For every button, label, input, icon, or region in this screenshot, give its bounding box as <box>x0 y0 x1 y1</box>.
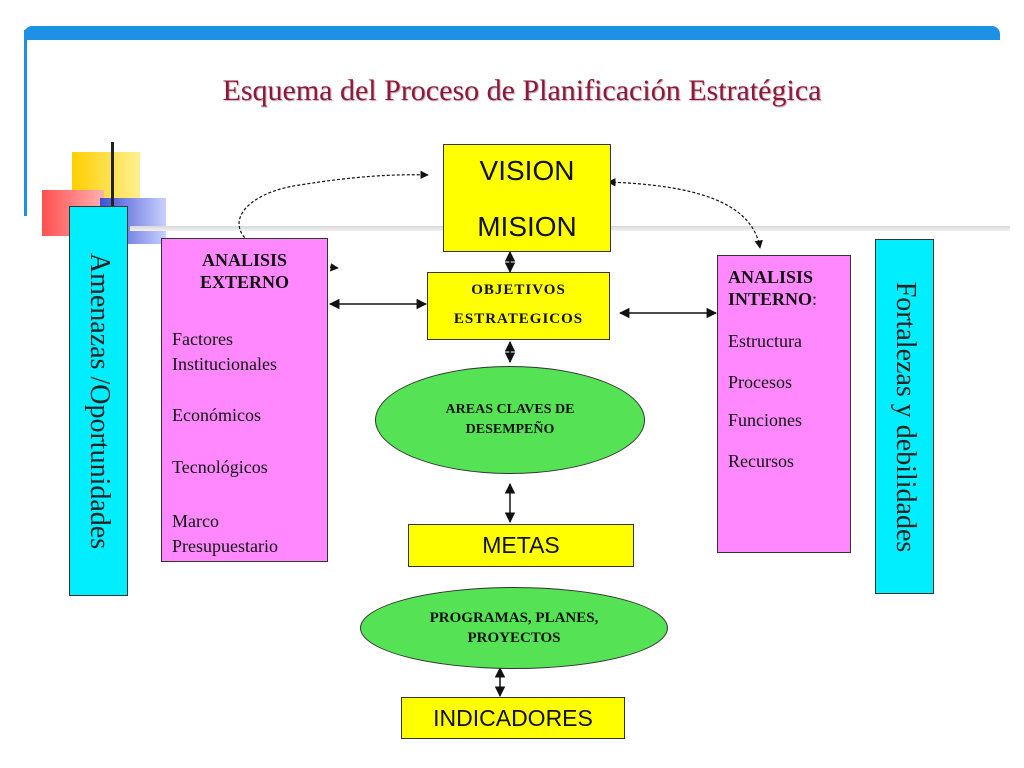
areas-line1: AREAS CLAVES DE <box>445 402 575 417</box>
amenazas-oportunidades-bar: Amenazas /Oportunidades <box>69 206 128 596</box>
externo-item: Presupuestario <box>172 536 278 556</box>
programas-ellipse: PROGRAMAS, PLANES, PROYECTOS <box>360 587 668 669</box>
programas-line1: PROGRAMAS, PLANES, <box>429 610 599 626</box>
objetivos-line2: ESTRATEGICOS <box>453 311 584 327</box>
left-accent-line <box>24 30 27 216</box>
analisis-interno-box: ANALISIS INTERNO: Estructura Procesos Fu… <box>717 255 851 553</box>
diagram-title: Esquema del Proceso de Planificación Est… <box>222 74 822 107</box>
mision-label: MISION <box>477 211 577 242</box>
objetivos-line1: OBJETIVOS <box>471 282 566 298</box>
externo-item: Marco <box>172 511 219 531</box>
externo-item: Económicos <box>172 405 261 425</box>
externo-heading2: EXTERNO <box>199 272 289 292</box>
curve-externo-vision <box>238 170 429 272</box>
objetivos-box: OBJETIVOS ESTRATEGICOS <box>427 272 610 340</box>
interno-item: Funciones <box>728 410 802 430</box>
externo-item: Institucionales <box>172 354 277 374</box>
curve-vision-interno <box>607 178 763 249</box>
metas-box: METAS <box>408 524 634 567</box>
fortalezas-label: Fortalezas y debilidades <box>889 281 921 552</box>
interno-item: Estructura <box>728 331 802 351</box>
externo-heading1: ANALISIS <box>201 250 288 270</box>
top-accent-bar <box>24 26 1000 40</box>
indicadores-label: INDICADORES <box>433 705 593 731</box>
programas-line2: PROYECTOS <box>467 630 561 646</box>
externo-item: Factores <box>172 329 233 349</box>
vision-mision-box: VISION MISION <box>443 144 611 252</box>
analisis-externo-box: ANALISIS EXTERNO Factores Institucionale… <box>161 238 328 562</box>
interno-item: Recursos <box>728 451 794 471</box>
interno-heading1: ANALISIS <box>728 267 814 287</box>
interno-heading2: INTERNO <box>728 289 813 309</box>
areas-claves-ellipse: AREAS CLAVES DE DESEMPEÑO <box>375 366 645 474</box>
externo-item: Tecnológicos <box>172 457 268 477</box>
vision-label: VISION <box>479 155 575 186</box>
metas-label: METAS <box>482 532 560 558</box>
areas-line2: DESEMPEÑO <box>465 422 555 437</box>
fortalezas-debilidades-bar: Fortalezas y debilidades <box>875 239 934 594</box>
amenazas-label: Amenazas /Oportunidades <box>83 252 115 550</box>
interno-item: Procesos <box>728 372 792 392</box>
indicadores-box: INDICADORES <box>401 697 625 739</box>
interno-heading-colon: : <box>812 289 818 309</box>
